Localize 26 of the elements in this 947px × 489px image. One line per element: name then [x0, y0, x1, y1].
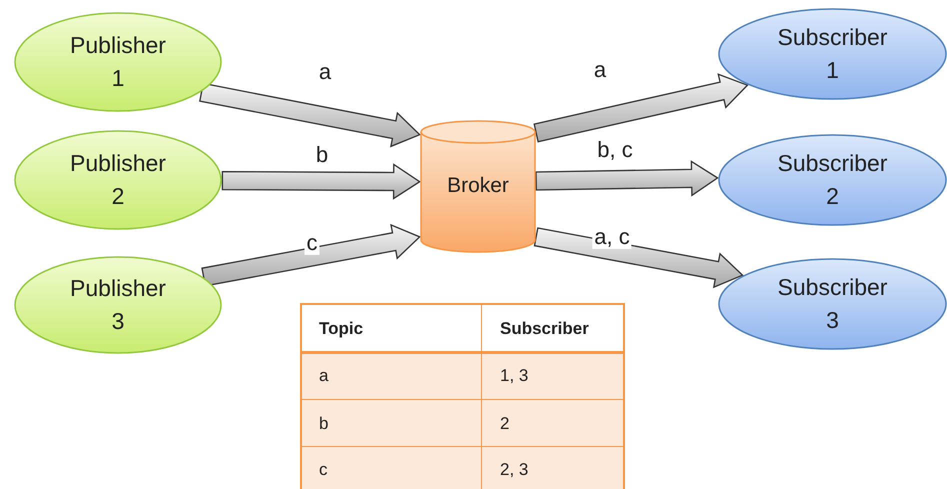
- node-label: Subscriber 1: [778, 22, 888, 85]
- node-label: Publisher 3: [69, 274, 167, 336]
- table-cell: c: [319, 461, 328, 478]
- table-cell: 1, 3: [500, 367, 528, 384]
- subscriber-ellipse: [718, 134, 947, 226]
- node-label: Publisher 1: [69, 30, 167, 93]
- node-label: Publisher 2: [69, 148, 167, 211]
- table-cell: 2, 3: [500, 461, 528, 478]
- table-cell: a: [319, 367, 328, 384]
- publisher-ellipse: [14, 12, 222, 112]
- subscriber-ellipse: [718, 258, 947, 350]
- block-arrow: [199, 82, 421, 148]
- column-header: Topic: [319, 320, 364, 337]
- table-cell: b: [319, 415, 328, 432]
- column-header: Subscriber: [500, 320, 589, 337]
- block-arrow: [222, 163, 421, 200]
- block-arrow: [534, 227, 744, 288]
- publisher-ellipse: [14, 130, 222, 230]
- node-label: Subscriber 3: [778, 272, 888, 335]
- block-arrow: [533, 73, 749, 142]
- publisher-ellipse: [14, 256, 222, 354]
- node-label: Subscriber 2: [778, 148, 888, 211]
- subscriber-ellipse: [718, 8, 947, 100]
- block-arrow: [535, 160, 719, 197]
- table-cell: 2: [500, 415, 510, 432]
- block-arrow: [201, 224, 421, 287]
